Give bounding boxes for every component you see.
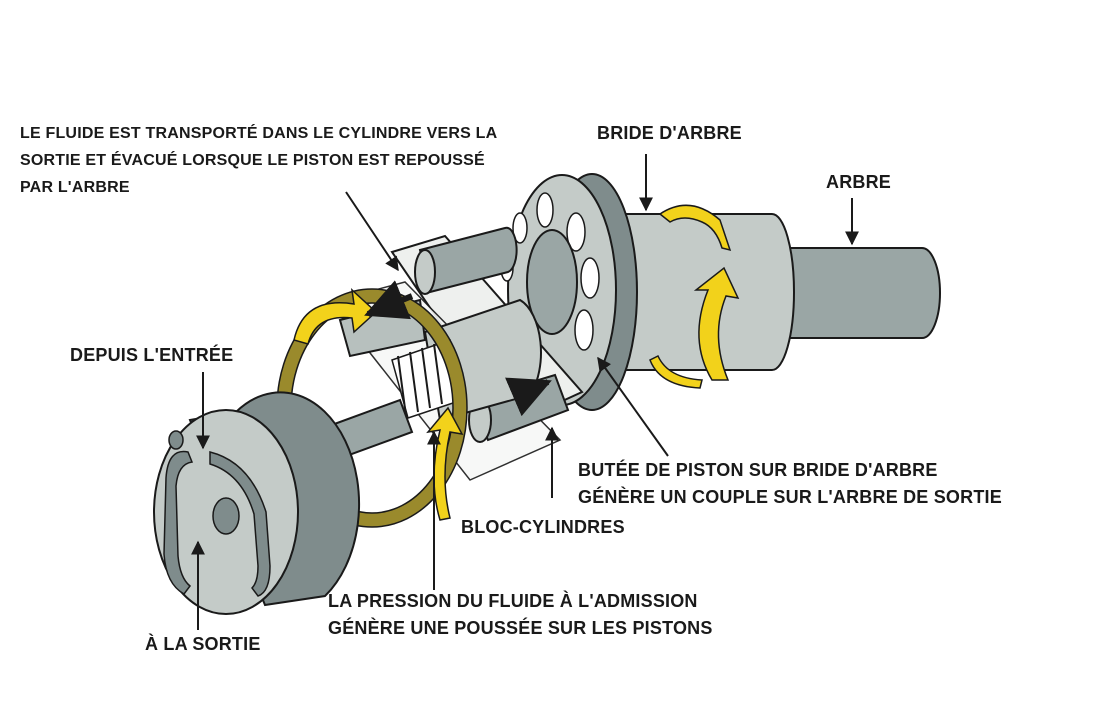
label-fluid-transport-line-2: SORTIE ET ÉVACUÉ LORSQUE LE PISTON EST R… — [20, 152, 485, 169]
label-pression-line-1: LA PRESSION DU FLUIDE À L'ADMISSION — [328, 591, 698, 611]
label-pression-line-2: GÉNÈRE UNE POUSSÉE SUR LES PISTONS — [328, 618, 713, 638]
label-fluid-transport: LE FLUIDE EST TRANSPORTÉ DANS LE CYLINDR… — [20, 120, 497, 201]
piston-upper — [338, 226, 518, 358]
label-butee: BUTÉE DE PISTON SUR BRIDE D'ARBRE GÉNÈRE… — [578, 457, 1002, 511]
label-a-la-sortie: À LA SORTIE — [145, 634, 261, 654]
rotation-arrow-left — [293, 288, 378, 345]
rotation-arrow-collar-top — [658, 204, 732, 252]
label-butee-line-1: BUTÉE DE PISTON SUR BRIDE D'ARBRE — [578, 460, 938, 480]
label-bloc-cylindres: BLOC-CYLINDRES — [461, 517, 625, 537]
port-plate — [153, 391, 361, 615]
flow-arrow-out — [364, 280, 414, 320]
label-bride-arbre: BRIDE D'ARBRE — [597, 123, 742, 143]
label-butee-line-2: GÉNÈRE UN COUPLE SUR L'ARBRE DE SORTIE — [578, 487, 1002, 507]
output-shaft — [759, 247, 941, 339]
label-arbre: ARBRE — [826, 172, 892, 192]
label-fluid-transport-line-3: PAR L'ARBRE — [20, 179, 130, 196]
flow-arrow-in — [504, 377, 552, 417]
rotation-arrow-collar — [649, 266, 740, 389]
label-fluid-transport-line-1: LE FLUIDE EST TRANSPORTÉ DANS LE CYLINDR… — [20, 125, 498, 142]
label-pression: LA PRESSION DU FLUIDE À L'ADMISSION GÉNÈ… — [328, 588, 713, 642]
leader-lines — [191, 154, 859, 630]
label-depuis-entree: DEPUIS L'ENTRÉE — [70, 345, 234, 365]
